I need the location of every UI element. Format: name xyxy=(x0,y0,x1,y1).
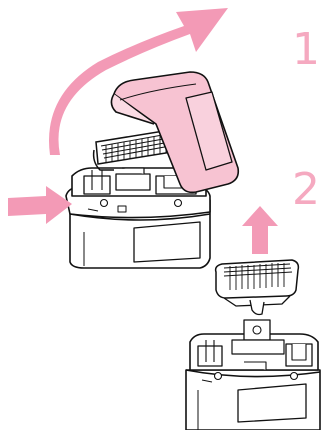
push-arrow-icon xyxy=(8,186,72,224)
shaver-body-bottom xyxy=(185,319,321,430)
step-number-1: 1 xyxy=(292,24,320,75)
cutter-block-detached xyxy=(214,259,300,316)
step-number-2: 2 xyxy=(292,164,320,215)
shaver-body-top xyxy=(65,167,211,269)
flip-cap xyxy=(110,71,240,194)
curved-arrow-icon xyxy=(49,8,228,155)
up-arrow-icon xyxy=(242,206,278,254)
